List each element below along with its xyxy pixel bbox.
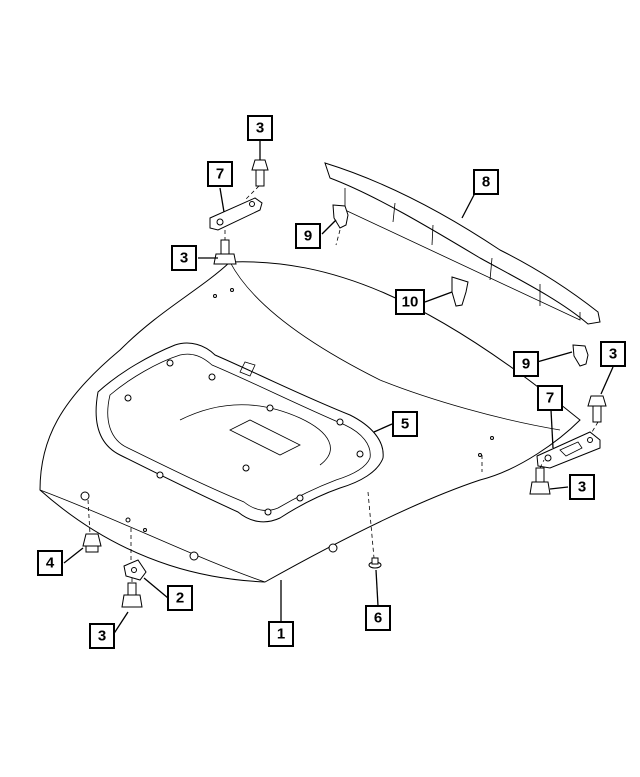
bolt-right-upper bbox=[587, 395, 607, 423]
bolt-top-left bbox=[251, 159, 269, 187]
hinge-left bbox=[209, 197, 263, 231]
assembly-lines bbox=[87, 185, 599, 583]
callout-7-right: 7 bbox=[537, 385, 563, 411]
svg-text:3: 3 bbox=[180, 250, 188, 267]
hood-insulator bbox=[95, 342, 384, 523]
svg-text:6: 6 bbox=[374, 610, 382, 627]
callout-3-left: 3 bbox=[171, 245, 197, 271]
push-pin-left bbox=[332, 204, 349, 229]
callout-6: 6 bbox=[365, 605, 391, 631]
leader-lines bbox=[63, 140, 614, 636]
callout-9-left: 9 bbox=[295, 223, 321, 249]
svg-text:8: 8 bbox=[482, 174, 490, 191]
callout-8: 8 bbox=[473, 169, 499, 195]
svg-text:3: 3 bbox=[98, 628, 106, 645]
svg-text:1: 1 bbox=[277, 626, 285, 643]
svg-text:7: 7 bbox=[216, 166, 224, 183]
hood-seal-strip bbox=[324, 162, 601, 325]
callout-7-left: 7 bbox=[207, 161, 233, 187]
svg-text:9: 9 bbox=[304, 228, 312, 245]
svg-text:4: 4 bbox=[46, 555, 55, 572]
svg-text:2: 2 bbox=[176, 590, 184, 607]
retainer-clip bbox=[451, 276, 469, 307]
hood-plug bbox=[368, 557, 382, 569]
callout-4: 4 bbox=[37, 550, 63, 576]
callout-3-right-lower: 3 bbox=[569, 474, 595, 500]
bolt-right-lower bbox=[529, 467, 551, 495]
callout-5: 5 bbox=[392, 411, 418, 437]
hinge-right bbox=[536, 431, 601, 469]
callout-3-top: 3 bbox=[247, 115, 273, 141]
callout-2: 2 bbox=[167, 585, 193, 611]
callout-3-right-upper: 3 bbox=[600, 341, 626, 367]
svg-text:3: 3 bbox=[256, 120, 264, 137]
svg-text:5: 5 bbox=[401, 416, 409, 433]
callout-9-right: 9 bbox=[513, 351, 539, 377]
bolt-bottom-left bbox=[121, 582, 143, 608]
svg-text:3: 3 bbox=[578, 479, 586, 496]
callout-1: 1 bbox=[268, 621, 294, 647]
callout-10: 10 bbox=[395, 289, 425, 315]
svg-text:10: 10 bbox=[402, 294, 419, 311]
svg-text:7: 7 bbox=[546, 390, 554, 407]
nut-left bbox=[213, 239, 237, 265]
hood-bumper bbox=[82, 533, 102, 553]
svg-text:3: 3 bbox=[609, 346, 617, 363]
svg-text:9: 9 bbox=[522, 356, 530, 373]
push-pin-right bbox=[572, 344, 589, 367]
callout-3-bottom: 3 bbox=[89, 623, 115, 649]
hood-bracket bbox=[123, 559, 147, 581]
